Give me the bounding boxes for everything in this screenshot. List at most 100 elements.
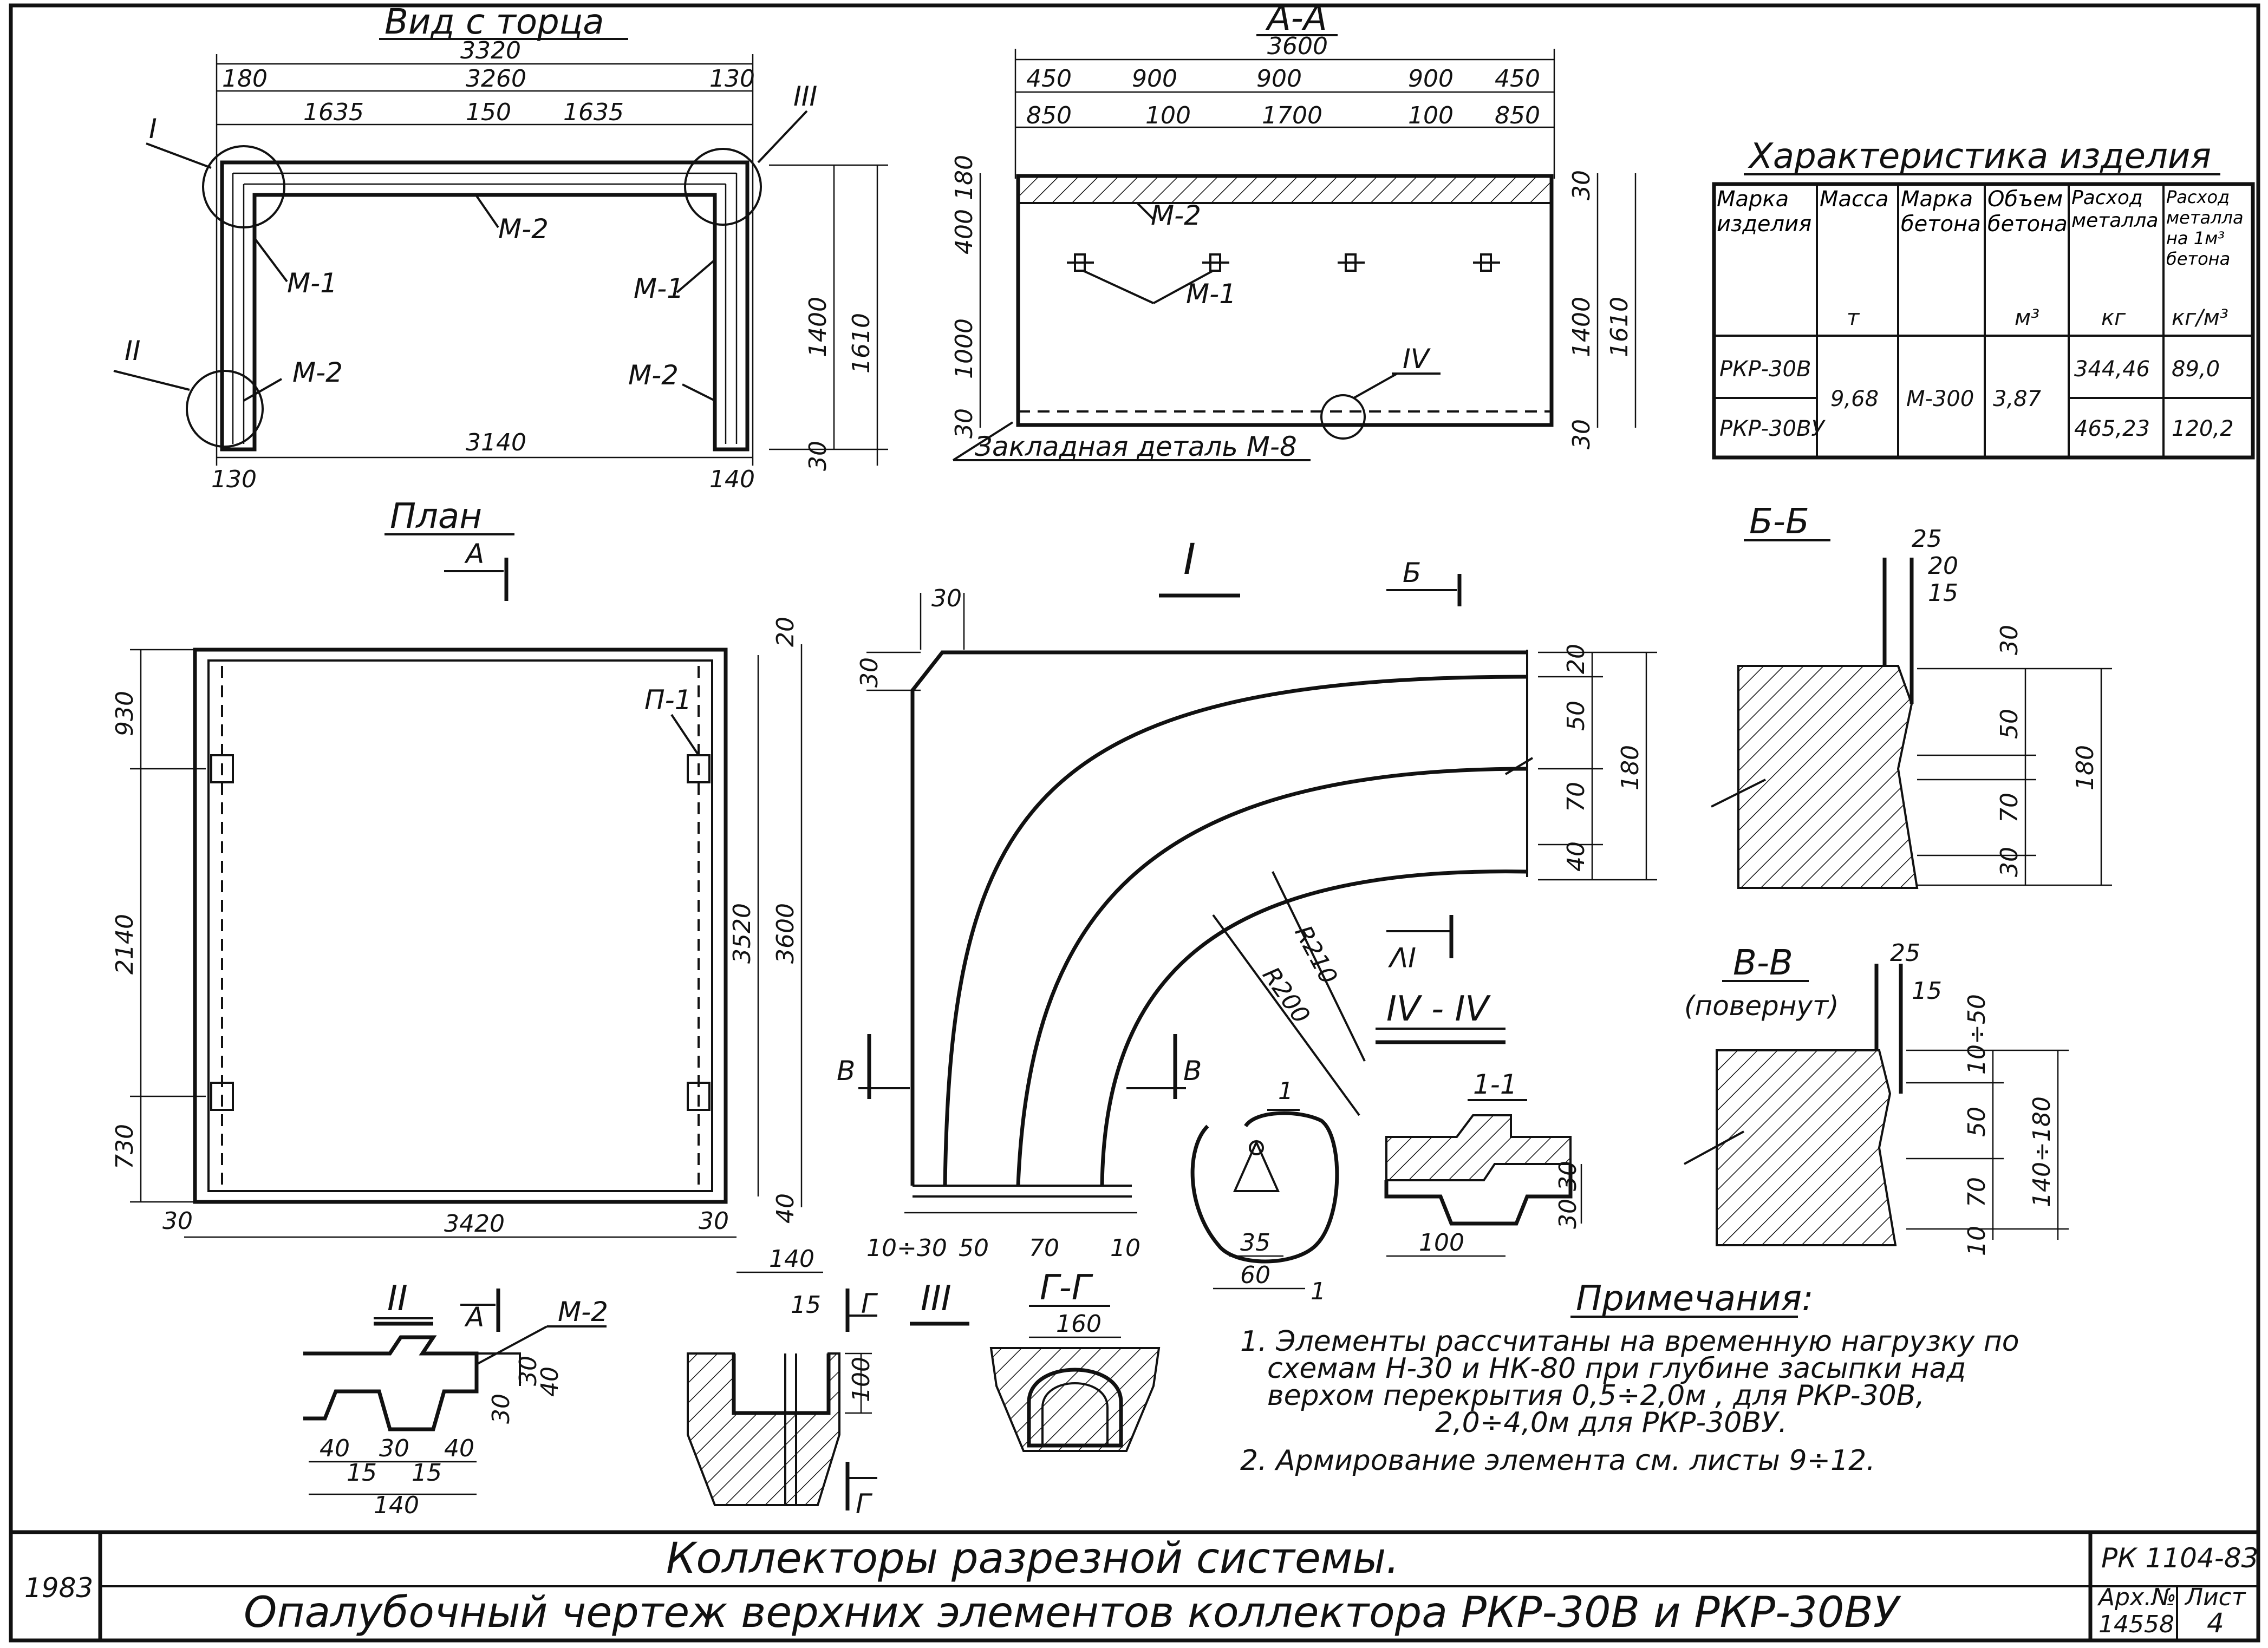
table-header-mark: Марка изделия bbox=[1717, 187, 1812, 237]
section-aa: А-А 3600 450 900 900 900 450 850 100 170… bbox=[950, 0, 1637, 462]
svg-text:70: 70 bbox=[1996, 793, 2023, 823]
svg-text:М-2: М-2 bbox=[558, 1296, 608, 1327]
svg-text:30: 30 bbox=[699, 1207, 729, 1235]
svg-text:30: 30 bbox=[1996, 847, 2023, 877]
svg-text:3260: 3260 bbox=[466, 65, 526, 93]
svg-text:50: 50 bbox=[1996, 709, 2023, 739]
svg-text:2. Армирование элемента см. ли: 2. Армирование элемента см. листы 9÷12. bbox=[1240, 1444, 1875, 1477]
svg-text:2,0÷4,0м для РКР-30ВУ.: 2,0÷4,0м для РКР-30ВУ. bbox=[1435, 1407, 1787, 1439]
svg-text:140÷180: 140÷180 bbox=[2028, 1096, 2056, 1207]
svg-text:верхом перекрытия 0,5÷2,0м , д: верхом перекрытия 0,5÷2,0м , для РКР-30В… bbox=[1267, 1379, 1925, 1412]
svg-text:130: 130 bbox=[211, 466, 257, 493]
svg-text:30: 30 bbox=[1568, 419, 1595, 449]
svg-text:40: 40 bbox=[536, 1366, 564, 1397]
svg-text:1610: 1610 bbox=[848, 313, 875, 374]
svg-text:10: 10 bbox=[1963, 1226, 1991, 1256]
archive-no: 14558 bbox=[2098, 1611, 2174, 1638]
svg-text:кг/м³: кг/м³ bbox=[2172, 305, 2228, 330]
section-aa-title: А-А bbox=[1265, 0, 1327, 38]
section-gg: Г-Г 160 bbox=[989, 1268, 1161, 1452]
svg-text:М-300: М-300 bbox=[1906, 387, 1974, 411]
svg-text:3320: 3320 bbox=[460, 37, 521, 64]
svg-text:40: 40 bbox=[1562, 841, 1590, 872]
svg-text:100: 100 bbox=[848, 1357, 875, 1402]
section-vv: В-В (повернут) 25 15 10÷50 50 70 10 140÷… bbox=[1684, 939, 2069, 1256]
title-year: 1983 bbox=[24, 1572, 93, 1604]
svg-text:465,23: 465,23 bbox=[2074, 416, 2150, 441]
svg-text:1: 1 bbox=[1311, 1278, 1326, 1305]
svg-text:900: 900 bbox=[1132, 65, 1177, 93]
svg-text:М-1: М-1 bbox=[287, 267, 337, 299]
section-gg-title: Г-Г bbox=[1040, 1268, 1093, 1308]
table-header-metal: Расход металла bbox=[2071, 187, 2159, 232]
svg-text:3,87: 3,87 bbox=[1993, 387, 2042, 411]
svg-text:Закладная деталь М-8: Закладная деталь М-8 bbox=[975, 431, 1297, 462]
section-iv-title: IV - IV bbox=[1386, 989, 1491, 1029]
svg-text:м³: м³ bbox=[2015, 305, 2039, 330]
svg-text:40: 40 bbox=[320, 1435, 350, 1462]
svg-text:50: 50 bbox=[1963, 1107, 1991, 1137]
table-header-metal-per-m3: Расход металла на 1м³ бетона bbox=[2166, 187, 2244, 269]
svg-text:50: 50 bbox=[1562, 701, 1590, 731]
svg-text:850: 850 bbox=[1495, 102, 1540, 129]
svg-text:В: В bbox=[1183, 1055, 1202, 1087]
detail-ii-title: II bbox=[387, 1279, 408, 1319]
section-vv-title: В-В bbox=[1733, 943, 1793, 983]
svg-text:кг: кг bbox=[2101, 305, 2126, 330]
svg-text:70: 70 bbox=[1562, 782, 1590, 812]
svg-text:25: 25 bbox=[1912, 525, 1942, 553]
svg-text:1: 1 bbox=[1278, 1077, 1293, 1105]
svg-text:40: 40 bbox=[772, 1193, 799, 1224]
svg-text:850: 850 bbox=[1026, 102, 1072, 129]
table-header-concrete: Марка бетона bbox=[1901, 187, 1981, 237]
svg-text:Б: Б bbox=[1403, 557, 1421, 588]
characteristics-table: Характеристика изделия Марка изделия Мас… bbox=[1712, 136, 2255, 460]
svg-text:15: 15 bbox=[1912, 977, 1942, 1005]
svg-text:180: 180 bbox=[2071, 745, 2099, 790]
svg-text:1000: 1000 bbox=[950, 318, 978, 379]
svg-text:2140: 2140 bbox=[111, 914, 139, 975]
svg-text:100: 100 bbox=[1408, 102, 1454, 129]
svg-text:50: 50 bbox=[959, 1234, 989, 1262]
svg-text:М-1: М-1 bbox=[634, 273, 684, 304]
svg-text:25: 25 bbox=[1890, 939, 1920, 967]
svg-text:450: 450 bbox=[1026, 65, 1072, 93]
svg-text:IV: IV bbox=[1387, 941, 1416, 972]
svg-text:3600: 3600 bbox=[772, 903, 799, 964]
section-bb-title: Б-Б bbox=[1749, 502, 1809, 542]
svg-text:10: 10 bbox=[1110, 1234, 1140, 1262]
svg-text:140: 140 bbox=[374, 1492, 419, 1519]
svg-text:9,68: 9,68 bbox=[1830, 387, 1879, 411]
plan-title: План bbox=[390, 496, 482, 537]
svg-text:70: 70 bbox=[1029, 1234, 1059, 1262]
svg-text:160: 160 bbox=[1056, 1310, 1102, 1338]
svg-text:344,46: 344,46 bbox=[2074, 357, 2150, 382]
svg-text:730: 730 bbox=[111, 1124, 139, 1169]
svg-text:Г: Г bbox=[861, 1288, 878, 1319]
svg-text:30: 30 bbox=[950, 408, 978, 439]
svg-text:180: 180 bbox=[950, 155, 978, 200]
svg-text:30: 30 bbox=[1996, 625, 2023, 655]
sheet-no: 4 bbox=[2207, 1607, 2224, 1639]
svg-text:1610: 1610 bbox=[1606, 297, 1633, 357]
svg-text:М-2: М-2 bbox=[628, 359, 679, 391]
svg-text:30: 30 bbox=[514, 1356, 542, 1386]
svg-text:30: 30 bbox=[931, 585, 962, 612]
svg-text:400: 400 bbox=[950, 209, 978, 254]
title-line2: Опалубочный чертеж верхних элементов кол… bbox=[244, 1588, 1901, 1637]
section-iv: IV IV - IV 1 35 60 1 1-1 30 30 100 bbox=[1190, 915, 1582, 1305]
svg-text:30: 30 bbox=[804, 441, 832, 471]
section-bb: Б-Б 25 20 15 30 50 70 30 180 bbox=[1711, 502, 2112, 889]
svg-text:II: II bbox=[125, 335, 141, 367]
doc-code: РК 1104-83 bbox=[2101, 1542, 2258, 1574]
svg-text:180: 180 bbox=[1617, 745, 1644, 790]
svg-text:120,2: 120,2 bbox=[2172, 416, 2234, 441]
svg-text:А: А bbox=[464, 538, 484, 570]
svg-text:30: 30 bbox=[1554, 1199, 1582, 1229]
svg-text:70: 70 bbox=[1963, 1177, 1991, 1207]
svg-text:3520: 3520 bbox=[728, 903, 756, 964]
svg-text:89,0: 89,0 bbox=[2172, 357, 2220, 382]
svg-text:30: 30 bbox=[856, 657, 883, 688]
svg-text:П-1: П-1 bbox=[644, 684, 692, 716]
